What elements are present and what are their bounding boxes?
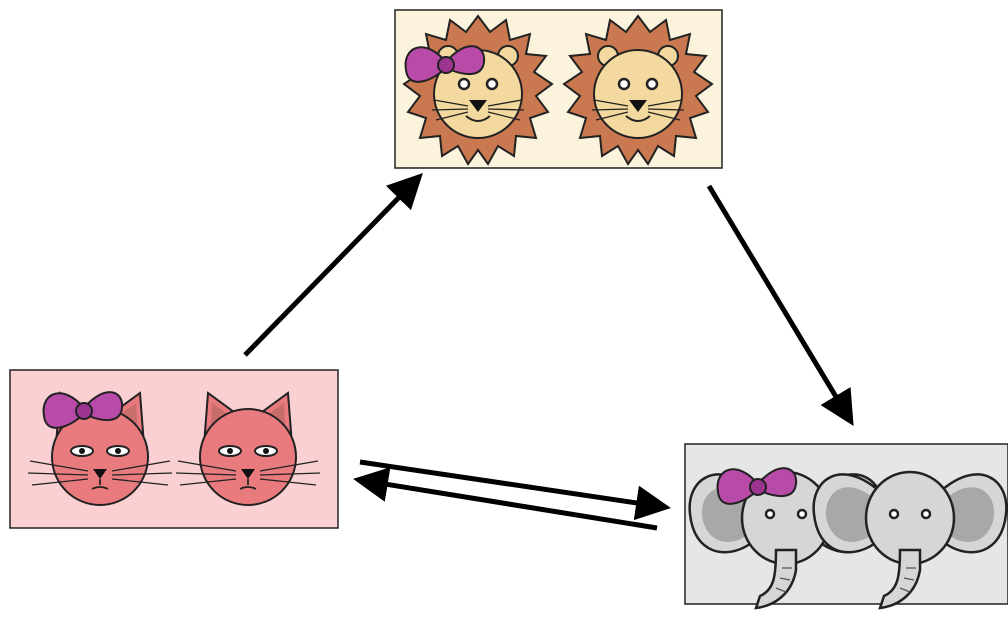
arrow-cats-to-lions xyxy=(243,172,423,357)
arrow-cats-to-elephants xyxy=(359,459,671,521)
arrow-elephants-to-cats xyxy=(353,467,658,531)
node-elephants xyxy=(684,443,1008,610)
arrow-lions-to-elephants xyxy=(706,184,854,426)
node-cats xyxy=(9,369,339,529)
node-lions xyxy=(394,9,723,169)
